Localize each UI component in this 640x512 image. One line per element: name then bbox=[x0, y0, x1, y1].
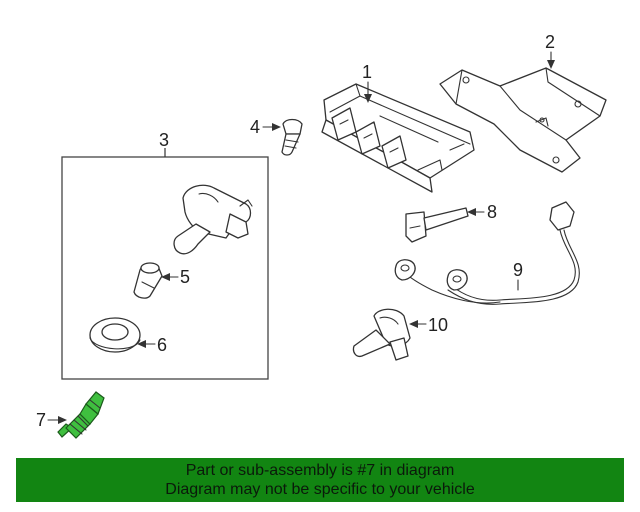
callout-1-arrow bbox=[364, 94, 372, 103]
callout-2: 2 bbox=[545, 32, 555, 52]
notice-banner: Part or sub-assembly is #7 in diagram Di… bbox=[16, 458, 624, 502]
seal-ring bbox=[89, 317, 141, 353]
callout-8: 8 bbox=[487, 202, 497, 222]
callout-7-arrow bbox=[58, 416, 67, 424]
callout-8-arrow bbox=[467, 208, 476, 216]
callout-5: 5 bbox=[180, 267, 190, 287]
callout-4-arrow bbox=[272, 123, 281, 131]
callout-6: 6 bbox=[157, 335, 167, 355]
callout-10: 10 bbox=[428, 315, 448, 335]
callout-10-arrow bbox=[409, 320, 418, 328]
callout-6-arrow bbox=[137, 340, 146, 348]
module-bracket bbox=[439, 67, 607, 173]
callout-9: 9 bbox=[513, 260, 523, 280]
ignition-coil bbox=[173, 184, 253, 255]
callout-5-arrow bbox=[161, 273, 170, 281]
notice-line-1: Part or sub-assembly is #7 in diagram bbox=[185, 462, 455, 479]
engine-control-module bbox=[321, 83, 475, 193]
callout-2-arrow bbox=[547, 60, 555, 69]
mounting-bolt bbox=[281, 118, 303, 156]
coil-boot-plug bbox=[133, 262, 163, 299]
crankshaft-sensor bbox=[352, 308, 411, 361]
callout-7: 7 bbox=[36, 410, 46, 430]
callout-1: 1 bbox=[362, 62, 372, 82]
camshaft-sensor bbox=[405, 207, 469, 243]
callout-4: 4 bbox=[250, 117, 260, 137]
notice-line-2: Diagram may not be specific to your vehi… bbox=[165, 481, 475, 498]
knock-sensor-harness bbox=[394, 201, 580, 305]
callout-3: 3 bbox=[159, 130, 169, 150]
spark-plug-highlighted bbox=[57, 391, 105, 439]
